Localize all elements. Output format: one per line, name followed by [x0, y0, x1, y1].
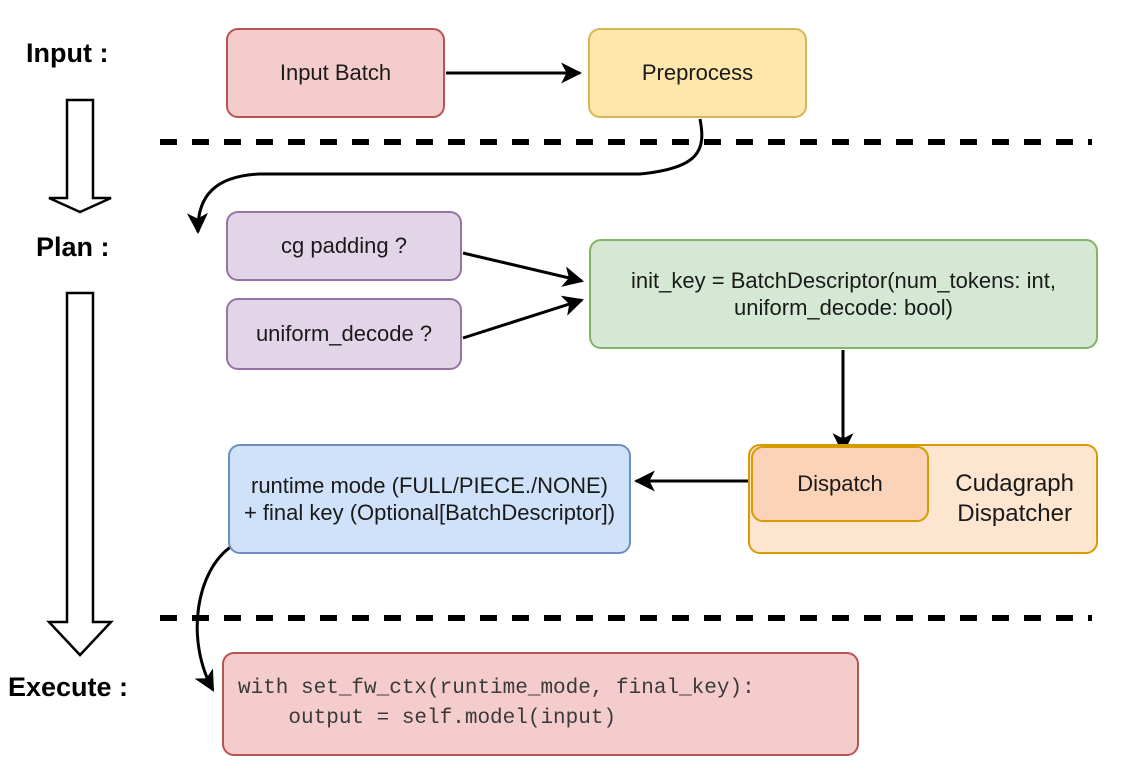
connector-uniform-decode-to-init-key [462, 295, 585, 340]
node-runtime-mode-label: runtime mode (FULL/PIECE./NONE) + final … [243, 472, 616, 526]
connector-cg-padding-to-init-key [462, 251, 585, 287]
node-dispatch-label: Dispatch [797, 471, 883, 497]
node-dispatch[interactable]: Dispatch [751, 446, 929, 522]
node-runtime-mode[interactable]: runtime mode (FULL/PIECE./NONE) + final … [228, 444, 631, 554]
node-input-batch-label: Input Batch [279, 60, 392, 86]
node-preprocess-label: Preprocess [641, 60, 754, 86]
input-to-plan-block-arrow [48, 98, 112, 214]
node-preprocess[interactable]: Preprocess [588, 28, 807, 118]
node-cudagraph-dispatcher-label: Cudagraph Dispatcher [955, 470, 1074, 527]
node-execute-code[interactable]: with set_fw_ctx(runtime_mode, final_key)… [222, 652, 859, 756]
node-init-key[interactable]: init_key = BatchDescriptor(num_tokens: i… [589, 239, 1098, 349]
node-input-batch[interactable]: Input Batch [226, 28, 445, 118]
node-init-key-label: init_key = BatchDescriptor(num_tokens: i… [631, 267, 1056, 321]
plan-to-execute-block-arrow [46, 291, 114, 657]
stage-label-execute: Execute : [8, 672, 129, 702]
node-uniform-decode-label: uniform_decode ? [255, 321, 433, 347]
node-execute-code-label: with set_fw_ctx(runtime_mode, final_key)… [238, 676, 755, 730]
stage-label-plan: Plan : [36, 232, 110, 262]
node-cg-padding[interactable]: cg padding ? [226, 211, 462, 281]
node-uniform-decode[interactable]: uniform_decode ? [226, 298, 462, 370]
stage-label-input: Input : [26, 38, 109, 68]
node-cg-padding-label: cg padding ? [281, 233, 407, 259]
